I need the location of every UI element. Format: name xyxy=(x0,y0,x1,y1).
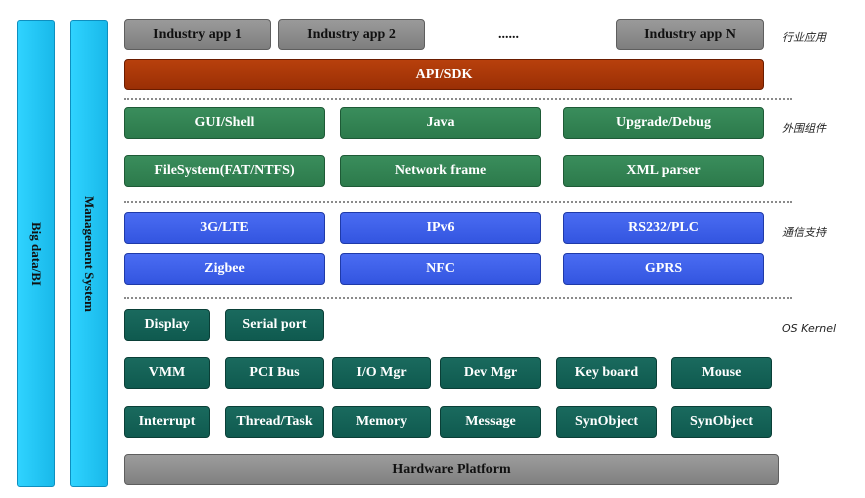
mouse-box: Mouse xyxy=(671,357,772,389)
serial-port-box: Serial port xyxy=(225,309,324,341)
big-data-bi-bar: Big data/BI xyxy=(17,20,55,487)
ipv6-box: IPv6 xyxy=(340,212,541,244)
gui-shell-box: GUI/Shell xyxy=(124,107,325,139)
pci-bus-box: PCI Bus xyxy=(225,357,324,389)
nfc-box: NFC xyxy=(340,253,541,285)
network-frame-box: Network frame xyxy=(340,155,541,187)
hardware-platform-bar: Hardware Platform xyxy=(124,454,779,485)
management-system-label: Management System xyxy=(82,195,97,312)
zigbee-box: Zigbee xyxy=(124,253,325,285)
synobject-box-2: SynObject xyxy=(671,406,772,438)
dev-mgr-box: Dev Mgr xyxy=(440,357,541,389)
industry-app-n: Industry app N xyxy=(616,19,764,50)
3g-lte-box: 3G/LTE xyxy=(124,212,325,244)
thread-task-box: Thread/Task xyxy=(225,406,324,438)
gprs-box: GPRS xyxy=(563,253,764,285)
kernel-side-label: OS Kernel xyxy=(782,322,837,335)
display-box: Display xyxy=(124,309,210,341)
separator-1 xyxy=(124,98,792,100)
io-mgr-box: I/O Mgr xyxy=(332,357,431,389)
message-box: Message xyxy=(440,406,541,438)
interrupt-box: Interrupt xyxy=(124,406,210,438)
big-data-bi-label: Big data/BI xyxy=(29,221,44,286)
industry-app-2: Industry app 2 xyxy=(278,19,425,50)
memory-box: Memory xyxy=(332,406,431,438)
filesystem-box: FileSystem(FAT/NTFS) xyxy=(124,155,325,187)
keyboard-box: Key board xyxy=(556,357,657,389)
peripheral-side-label: 外围组件 xyxy=(782,122,826,135)
xml-parser-box: XML parser xyxy=(563,155,764,187)
industry-ellipsis: ...... xyxy=(498,27,519,42)
rs232-plc-box: RS232/PLC xyxy=(563,212,764,244)
synobject-box-1: SynObject xyxy=(556,406,657,438)
industry-side-label: 行业应用 xyxy=(782,31,826,44)
vmm-box: VMM xyxy=(124,357,210,389)
industry-app-1: Industry app 1 xyxy=(124,19,271,50)
separator-2 xyxy=(124,201,792,203)
comm-side-label: 通信支持 xyxy=(782,226,826,239)
separator-3 xyxy=(124,297,792,299)
java-box: Java xyxy=(340,107,541,139)
management-system-bar: Management System xyxy=(70,20,108,487)
api-sdk-bar: API/SDK xyxy=(124,59,764,90)
upgrade-debug-box: Upgrade/Debug xyxy=(563,107,764,139)
